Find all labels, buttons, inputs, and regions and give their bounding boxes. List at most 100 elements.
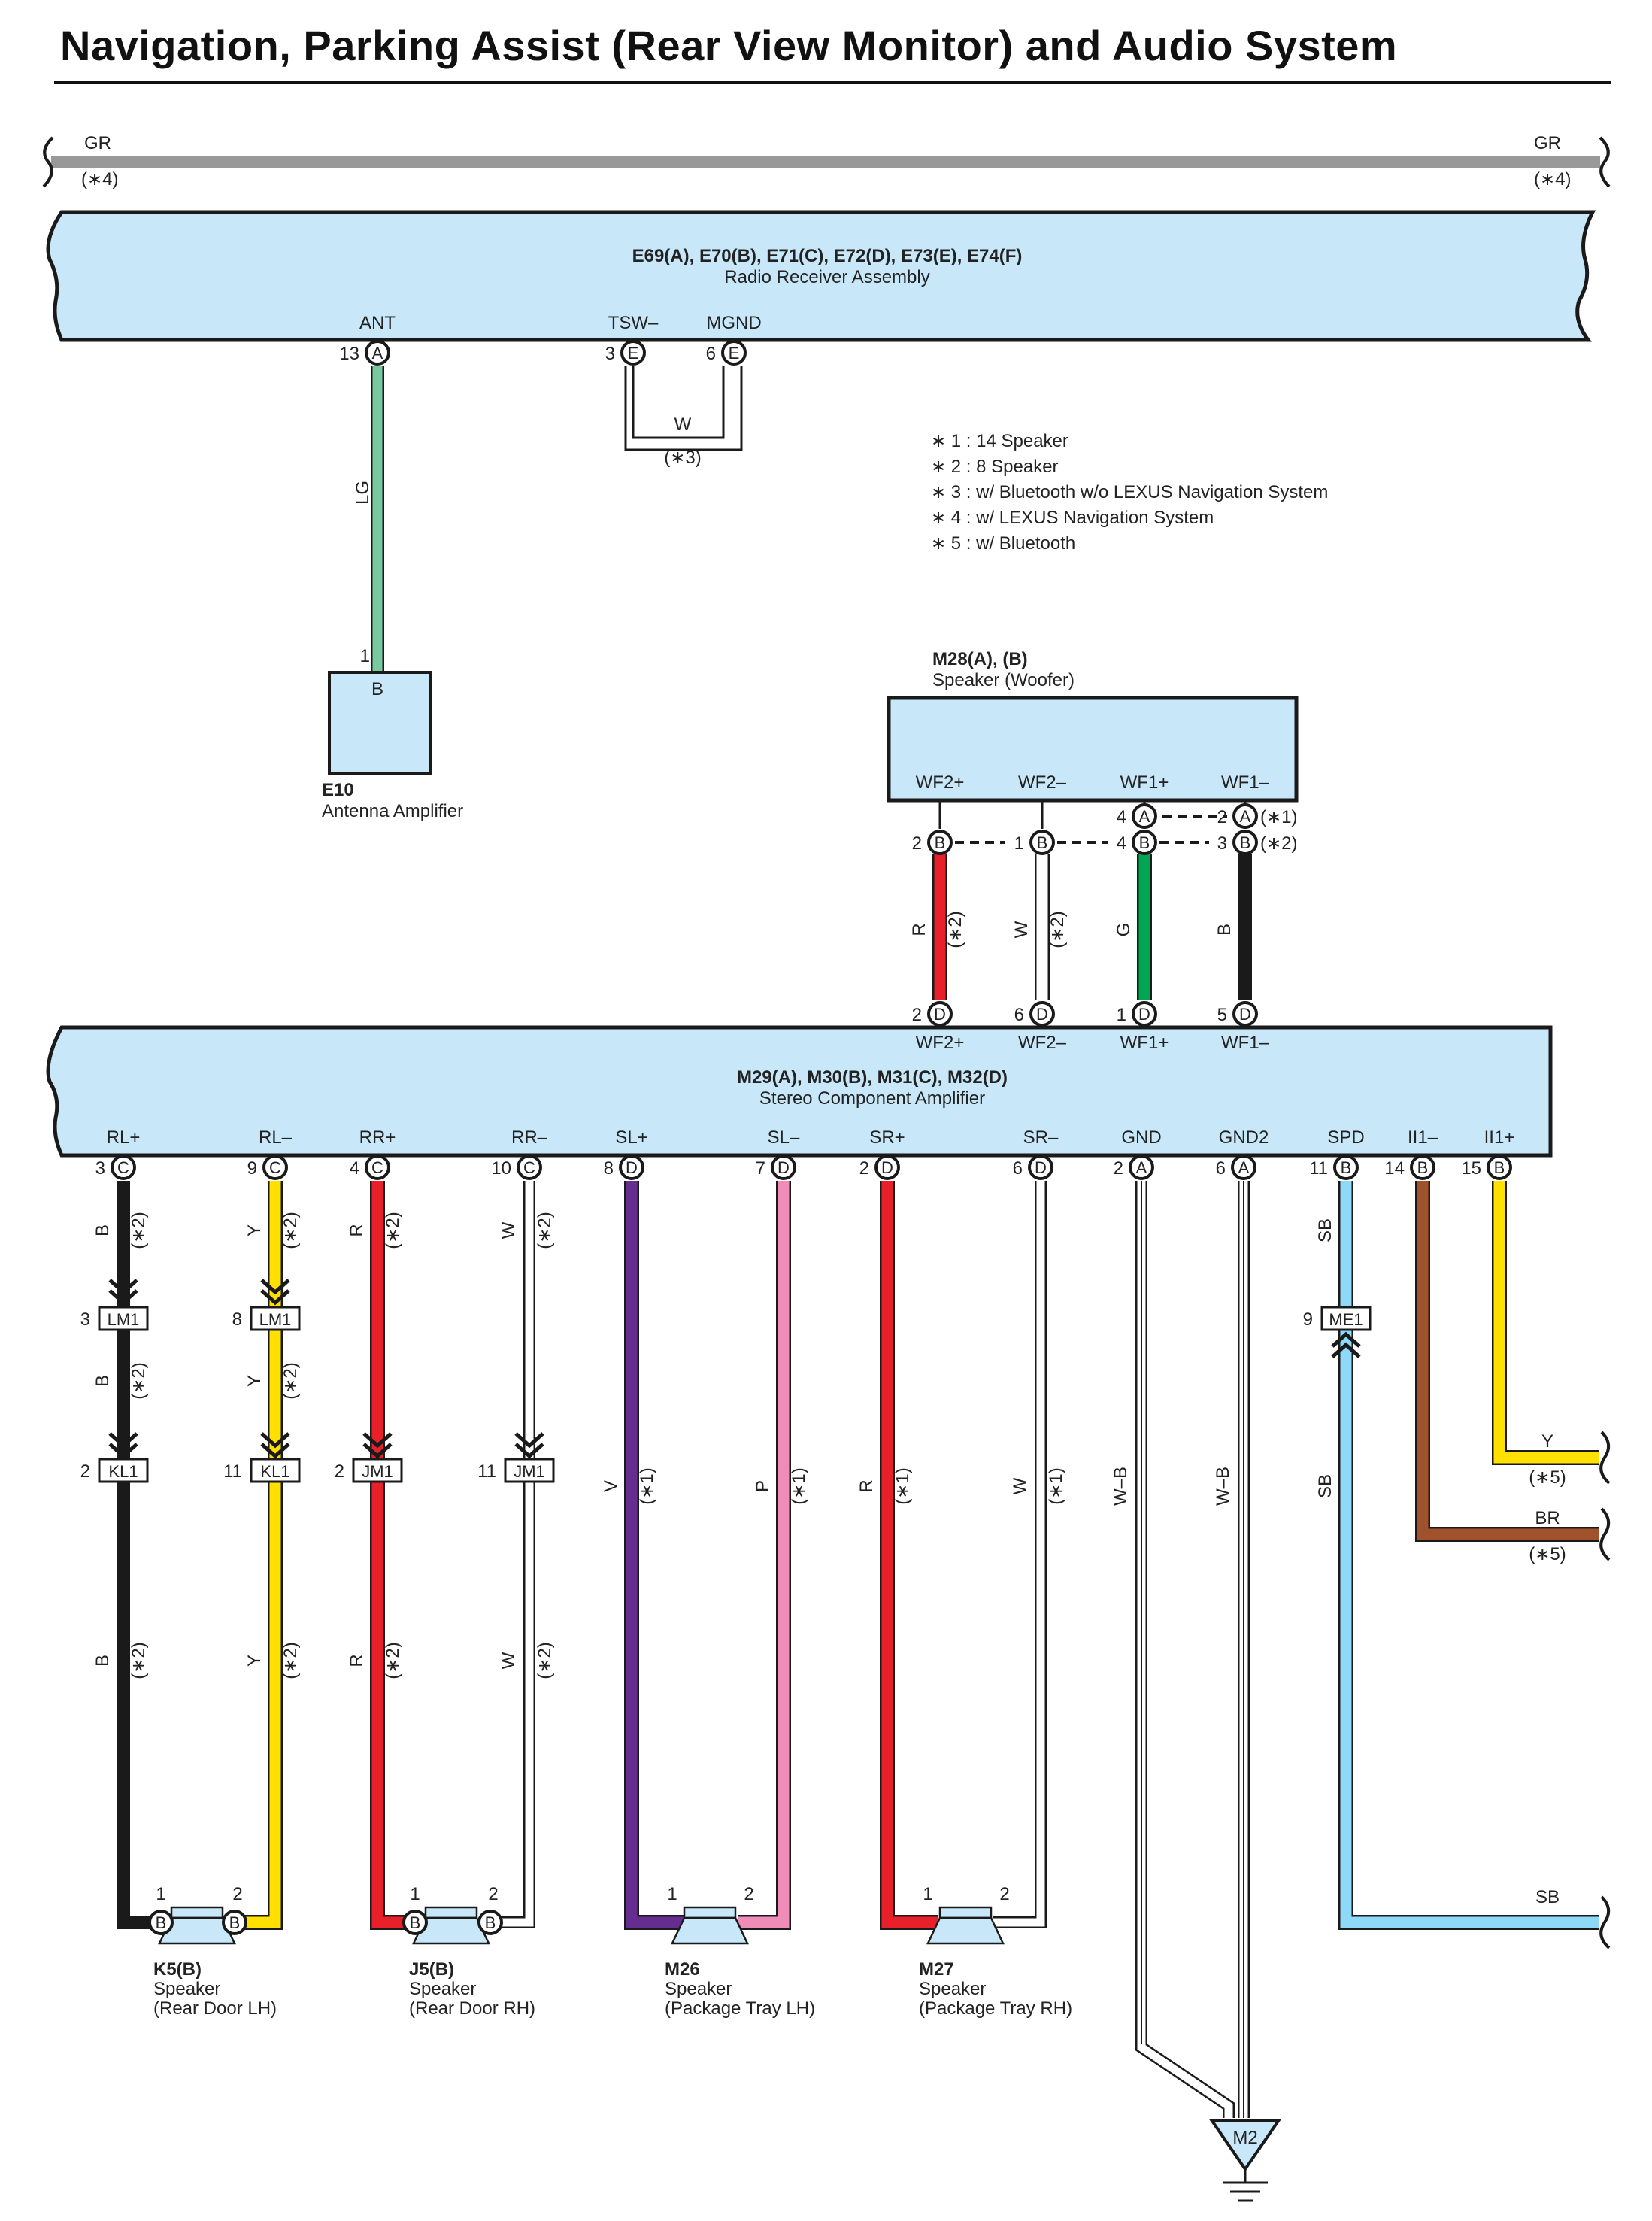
radio-pin-tsw-num: 3 — [605, 344, 615, 364]
woofer-pin-label: WF2+ — [916, 772, 965, 793]
svg-text:W: W — [499, 1652, 519, 1669]
radio-pin-tsw-conn: E — [628, 344, 639, 363]
antenna-amp-name: Antenna Amplifier — [322, 801, 463, 821]
amp-pin-label: RR– — [511, 1127, 548, 1148]
svg-text:B: B — [485, 1913, 496, 1932]
woofer-pin-label: WF1+ — [1120, 772, 1169, 793]
svg-text:1: 1 — [156, 1884, 165, 1904]
radio-pin-label-tsw: TSW– — [608, 313, 659, 333]
woofer-wire-color: G — [1114, 923, 1134, 937]
woofer-pin-b-num: 1 — [1014, 833, 1024, 854]
amp-pin-num: 10 — [491, 1158, 511, 1179]
notes-legend: ∗ 1 : 14 Speaker ∗ 2 : 8 Speaker ∗ 3 : w… — [931, 431, 1328, 554]
svg-text:(∗2): (∗2) — [129, 1212, 149, 1249]
svg-text:JM1: JM1 — [362, 1462, 393, 1481]
svg-text:2: 2 — [80, 1461, 90, 1482]
amp-pin-conn: D — [1035, 1158, 1047, 1177]
amp-bottom-pins: C 3 C 9 C 4 C 10 D 8 D 7 D 2 D 6 A 2 A 6… — [95, 1154, 1512, 1180]
ground-m2: M2 — [1209, 2119, 1281, 2202]
amp-pin-conn: B — [1341, 1158, 1352, 1177]
amp-pin-label: SL– — [768, 1127, 800, 1148]
amp-top-pin — [1132, 1001, 1157, 1027]
woofer-wire-color: W — [1011, 921, 1032, 938]
wire-ii1-minus — [1417, 1181, 1599, 1540]
woofer-pin-label: WF1– — [1221, 772, 1270, 793]
junction-kl1-right: KL1 11 — [223, 1432, 301, 1483]
amp-pin-num: 14 — [1384, 1158, 1405, 1179]
svg-text:2: 2 — [232, 1884, 242, 1904]
amp-top-pin-label: WF1+ — [1120, 1033, 1169, 1053]
svg-text:B: B — [410, 1913, 421, 1932]
speaker-j5-code: J5(B) — [409, 1959, 454, 1980]
speaker-k5-loc: (Rear Door LH) — [153, 1998, 277, 2019]
amp-pin-num: 6 — [1013, 1158, 1023, 1179]
radio-pin-ant-conn: A — [372, 344, 383, 363]
svg-text:B: B — [92, 1224, 113, 1236]
woofer-code: M28(A), (B) — [932, 649, 1028, 669]
amp-pin-label: SR+ — [869, 1127, 905, 1148]
woofer-box — [887, 696, 1299, 803]
svg-text:W–B: W–B — [1213, 1467, 1233, 1506]
tsw-wire-note: (∗3) — [664, 448, 701, 468]
note-line: ∗ 2 : 8 Speaker — [931, 457, 1059, 477]
amp-pin-label: GND — [1121, 1127, 1161, 1148]
svg-text:B: B — [156, 1913, 167, 1932]
junction-jm1-left: JM1 2 — [335, 1432, 403, 1483]
radio-pin-mgnd-conn: E — [729, 344, 740, 363]
wire-labels-bottom: B (∗2) Y (∗2) R (∗2) W (∗2) — [92, 1642, 555, 1679]
wire-rl-plus — [117, 1181, 153, 1929]
woofer-pin-a-conn: A — [1139, 807, 1150, 826]
wire-note-ii1-plus: (∗5) — [1529, 1467, 1566, 1488]
tsw-wire-inner — [632, 366, 725, 439]
amp-pin-label: SR– — [1023, 1127, 1059, 1148]
amp-pin-conn: C — [523, 1158, 535, 1177]
svg-text:(∗1): (∗1) — [789, 1467, 809, 1504]
antenna-amplifier-box — [328, 671, 432, 775]
amp-pin-conn: A — [1238, 1158, 1250, 1177]
svg-text:2: 2 — [335, 1461, 344, 1482]
amp-pin-num: 6 — [1216, 1158, 1226, 1179]
svg-text:ME1: ME1 — [1329, 1310, 1363, 1329]
wire-rl-minus — [241, 1181, 281, 1928]
amp-top-pin-label: WF2– — [1018, 1033, 1067, 1053]
speaker-k5-type: Speaker — [153, 1979, 220, 1999]
woofer-pin-a-note: (∗1) — [1260, 807, 1297, 827]
amp-pin-num: 8 — [604, 1158, 614, 1179]
amp-pin-num: 7 — [756, 1158, 765, 1179]
speaker-m26: 1 2 — [667, 1884, 754, 1945]
tsw-wire-color: W — [674, 414, 692, 435]
radio-pin-mgnd-num: 6 — [706, 344, 716, 364]
svg-text:3: 3 — [80, 1309, 90, 1330]
amp-pin-conn: B — [1494, 1158, 1505, 1177]
top-bus-note-right: (∗4) — [1534, 169, 1571, 190]
svg-text:B: B — [92, 1655, 113, 1667]
title-rule — [54, 81, 1611, 84]
amp-top-pin-conn: D — [1036, 1005, 1048, 1024]
svg-text:W–B: W–B — [1111, 1467, 1131, 1506]
wire-sr-minus — [993, 1181, 1045, 1927]
radio-name: Radio Receiver Assembly — [724, 267, 929, 287]
amp-pin-num: 2 — [1114, 1158, 1123, 1179]
svg-text:9: 9 — [1303, 1309, 1313, 1330]
amp-pin-conn: C — [269, 1158, 281, 1177]
amp-pin-label: II1+ — [1484, 1127, 1515, 1148]
amp-top-pin-conn: D — [934, 1005, 946, 1024]
junction-jm1-right: JM1 11 — [477, 1432, 555, 1483]
woofer-pin-b-num: 3 — [1217, 833, 1227, 854]
woofer-wire-color: B — [1214, 924, 1235, 936]
amp-pin-label: SPD — [1327, 1127, 1364, 1148]
junction-me1: ME1 9 — [1303, 1306, 1372, 1358]
wire-label-spd-end: SB — [1535, 1887, 1560, 1907]
top-gr-bus — [42, 136, 1611, 188]
top-bus-color-left: GR — [84, 133, 111, 153]
woofer-pin-a-conn: A — [1240, 807, 1251, 826]
svg-text:(∗2): (∗2) — [129, 1362, 149, 1399]
wire-sl-plus — [626, 1181, 684, 1928]
woofer-wire-note: (∗2) — [945, 911, 965, 948]
svg-text:1: 1 — [923, 1884, 932, 1904]
woofer-pin-b-conn: B — [1037, 833, 1048, 852]
svg-text:1: 1 — [667, 1884, 677, 1904]
woofer-pin-b — [1029, 830, 1055, 855]
amp-pin-conn: D — [881, 1158, 893, 1177]
wire-rr-plus — [371, 1181, 408, 1928]
